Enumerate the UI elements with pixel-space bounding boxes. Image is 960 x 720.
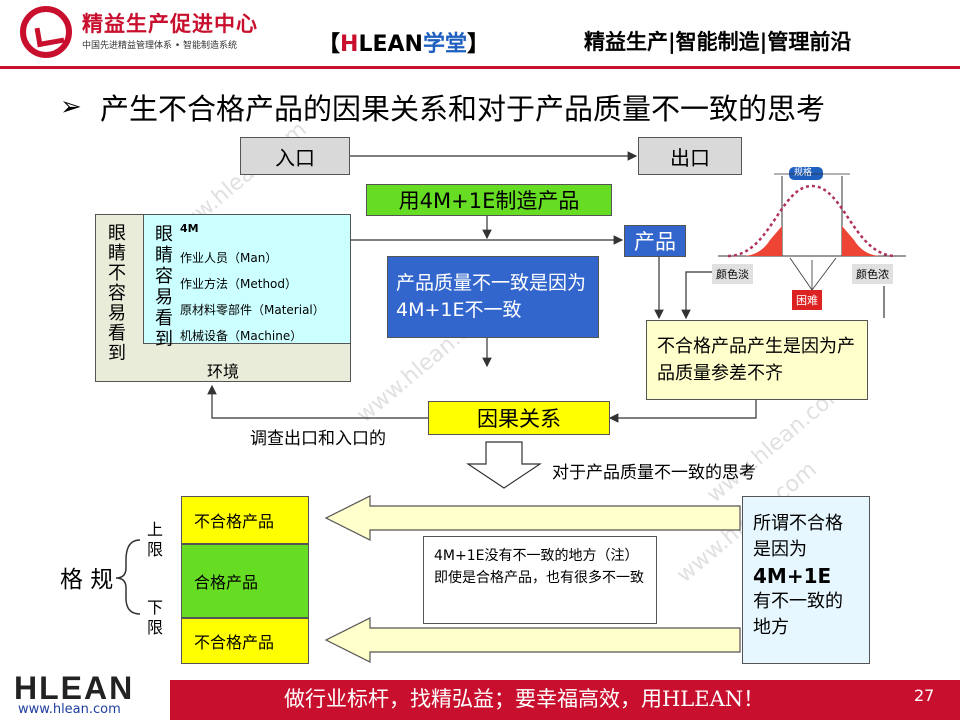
brand-name: 精益生产促进中心 <box>82 12 258 36</box>
hard-to-see-label: 眼睛不容易看到 <box>108 223 126 364</box>
header-right-text: 精益生产|智能制造|管理前沿 <box>584 30 852 54</box>
distribution-curve <box>727 184 897 258</box>
difficult-pointer-left <box>789 257 813 291</box>
four-m-title: 4M <box>180 222 199 235</box>
survey-label: 调查出口和入口的 <box>250 429 386 449</box>
footer-logo: HLEAN <box>14 670 135 706</box>
product-box: 产品 <box>624 225 686 257</box>
thinking-down-arrow <box>466 441 542 489</box>
exit-box: 出口 <box>638 137 742 175</box>
environment-label: 环境 <box>206 362 239 381</box>
lower-limit-label: 下限 <box>147 598 164 637</box>
upper-limit-label: 上限 <box>147 520 164 559</box>
four-m-item-man: 作业人员（Man） <box>180 251 278 265</box>
spec-badge <box>789 167 823 180</box>
lower-tail-fill <box>742 226 782 256</box>
tag-lean: LEAN <box>358 32 423 57</box>
tag-xuetang: 学堂 <box>422 32 467 57</box>
defect-cause-box: 不合格产品产生是因为产品质量参差不齐 <box>646 320 868 400</box>
upper-defect-zone: 不合格产品 <box>181 496 309 544</box>
inconsistency-box: 产品质量不一致是因为4M+1E不一致 <box>387 256 599 338</box>
four-m-item-machine: 机械设备（Machine） <box>180 329 303 343</box>
tag-h: H <box>340 32 359 57</box>
difficult-pointer-right <box>811 257 837 291</box>
upper-feedback-arrow <box>324 495 741 541</box>
brand-subtitle: 中国先进精益管理体系 • 智能制造系统 <box>82 41 238 51</box>
page-number: 27 <box>914 686 935 705</box>
chart-light-label: 颜色淡 <box>712 264 753 284</box>
footer-slogan: 做行业标杆，找精弘益；要幸福高效，用HLEAN！ <box>284 687 765 711</box>
footer-bar <box>170 680 960 720</box>
definition-text-2: 有不一致的地方 <box>753 591 843 638</box>
acceptable-zone: 合格产品 <box>181 544 309 618</box>
header-divider <box>0 66 960 69</box>
chart-spec-label: 规格 <box>794 168 813 178</box>
thinking-label: 对于产品质量不一致的思考 <box>552 463 756 483</box>
defect-definition-box: 所谓不合格是因为 4M+1E 有不一致的地方 <box>742 496 870 664</box>
definition-bold: 4M+1E <box>753 564 832 588</box>
title-bullet-icon: ➢ <box>60 92 82 122</box>
spec-bracket <box>115 539 141 615</box>
tag-close: 】 <box>466 32 489 57</box>
slide-title: 产生不合格产品的因果关系和对于产品质量不一致的思考 <box>100 92 826 126</box>
definition-text-1: 所谓不合格是因为 <box>753 513 843 560</box>
manufacture-box: 用4M+1E制造产品 <box>366 184 612 216</box>
entry-box: 入口 <box>240 137 350 175</box>
upper-zone-label: 不合格产品 <box>194 512 275 531</box>
spec-label: 格 规 <box>60 567 114 593</box>
note-box: 4M+1E没有不一致的地方（注）即使是合格产品，也有很多不一致 <box>423 536 657 624</box>
four-m-box <box>143 214 351 344</box>
causal-to-env-arrow <box>207 384 428 419</box>
brand-logo-icon <box>20 6 72 58</box>
footer-url[interactable]: www.hlean.com <box>18 702 121 717</box>
site-tag: 【HLEAN学堂】 <box>318 26 489 58</box>
easy-to-see-label: 眼睛容易看到 <box>155 224 173 350</box>
cause-to-causal-arrow <box>608 400 757 423</box>
causal-relation-box: 因果关系 <box>428 401 610 435</box>
lower-feedback-arrow <box>324 617 741 663</box>
four-m-item-material: 原材料零部件（Material） <box>180 303 325 317</box>
tag-open: 【 <box>318 32 341 57</box>
upper-tail-fill <box>842 226 882 256</box>
lower-zone-label: 不合格产品 <box>194 633 275 652</box>
lower-defect-zone: 不合格产品 <box>181 618 309 664</box>
four-m-item-method: 作业方法（Method） <box>180 277 298 291</box>
ok-zone-label: 合格产品 <box>194 573 259 592</box>
chart-dark-label: 颜色浓 <box>852 264 893 284</box>
chart-difficult-label: 困难 <box>792 290 822 310</box>
